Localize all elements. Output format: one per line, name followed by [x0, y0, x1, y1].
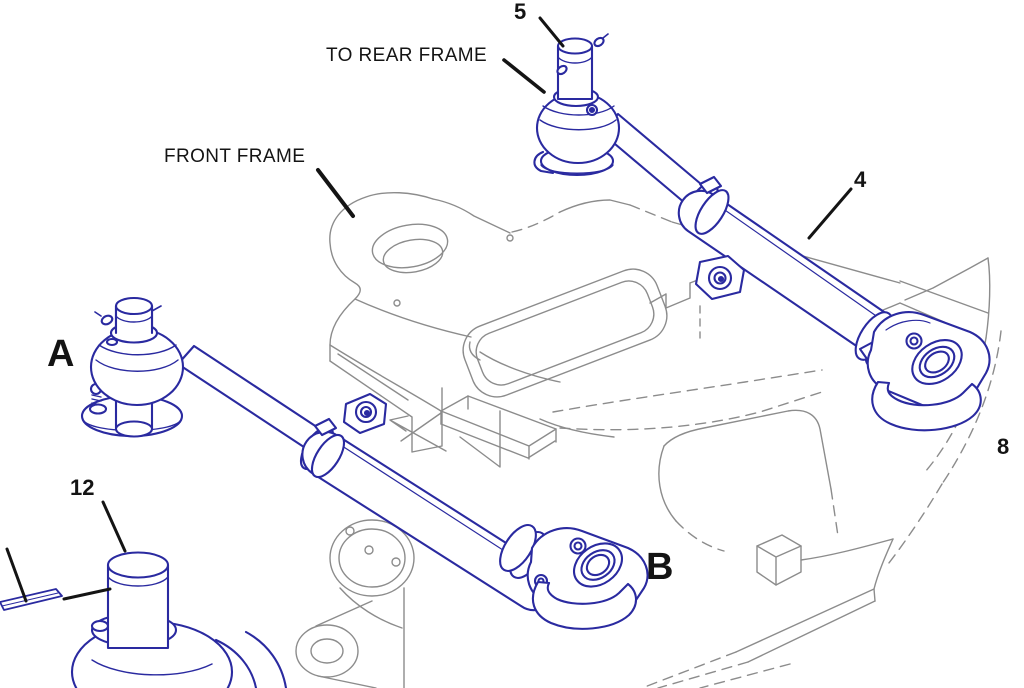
front-frame-outline: [295, 191, 1002, 688]
callout-5: 5: [514, 0, 527, 24]
leader-retaining-pin: [62, 587, 112, 601]
leader-callout-4: [807, 187, 853, 240]
steering-cylinder-left: [80, 296, 649, 630]
leader-bottom-left: [5, 547, 28, 603]
pivot-pin-assembly: [70, 551, 288, 688]
leader-callout-12: [101, 500, 127, 553]
callout-B: B: [646, 546, 674, 588]
callout-8: 8: [997, 434, 1010, 459]
routing-arrow: [389, 415, 447, 452]
leader-to-rear-frame: [502, 58, 546, 94]
leader-lines: [5, 16, 853, 603]
annotation-front-frame: FRONT FRAME: [164, 146, 306, 167]
callout-4: 4: [854, 167, 867, 192]
callout-A: A: [47, 333, 75, 375]
annotation-to-rear-frame: TO REAR FRAME: [326, 45, 488, 66]
retaining-pin: [0, 588, 63, 611]
callout-12: 12: [70, 475, 95, 500]
leader-front-frame: [316, 168, 355, 218]
leader-callout-5: [538, 16, 565, 48]
steering-cylinder-right: [533, 33, 991, 432]
